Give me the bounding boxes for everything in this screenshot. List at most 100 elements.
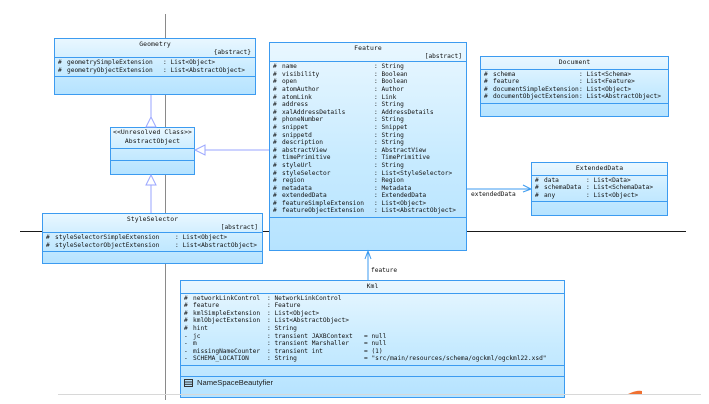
attribute-row: #kmlSimpleExtension: List<Object> (184, 310, 561, 318)
attribute-row: #region: Region (273, 177, 463, 185)
generalization-arrowhead (145, 115, 157, 128)
attribute-type: : List<AbstractObject> (374, 207, 456, 215)
attribute-row: #feature: Feature (184, 302, 561, 310)
class-style-selector[interactable]: StyleSelector [abstract] #styleSelectorS… (42, 213, 263, 264)
attribute-name: abstractView (282, 146, 327, 154)
attribute-visibility: # (535, 191, 539, 199)
attribute-row: #snippetd: String (273, 132, 463, 140)
attribute-name: schema (493, 70, 516, 78)
attribute-type: : List<Object> (586, 191, 639, 199)
attribute-name: styleUrl (282, 161, 312, 169)
attribute-row: #visibility: Boolean (273, 71, 463, 79)
operations-compartment (43, 251, 262, 260)
attribute-list: #name: String#visibility: Boolean#open: … (270, 61, 466, 217)
attribute-name: name (282, 63, 297, 71)
attribute-name: kmlSimpleExtension (193, 309, 261, 317)
horizontal-guide-line-mid (263, 231, 271, 232)
class-feature[interactable]: Feature [abstract] #name: String#visibil… (269, 42, 467, 251)
attribute-type: : transient Marshaller (267, 340, 349, 348)
class-name: Feature (354, 44, 382, 52)
operations-compartment (181, 364, 564, 376)
attribute-visibility: # (273, 169, 277, 177)
attribute-row: #data: List<Data> (535, 177, 664, 185)
generalization-arrowhead (193, 144, 206, 156)
attribute-default: = "src/main/resources/schema/ogckml/ogck… (364, 355, 547, 363)
attribute-name: networkLinkControl (193, 294, 261, 302)
attribute-row: #address: String (273, 101, 463, 109)
attribute-visibility: - (184, 332, 188, 340)
attribute-type: : Feature (267, 302, 301, 310)
attribute-visibility: # (273, 154, 277, 162)
operations-compartment (481, 102, 668, 116)
attribute-row: #geometrySimpleExtension: List<Object> (58, 59, 216, 67)
attribute-list: #networkLinkControl: NetworkLinkControl#… (181, 292, 564, 365)
attribute-row: #kmlObjectExtension: List<AbstractObject… (184, 317, 561, 325)
attribute-type: : List<SchemaData> (586, 184, 654, 192)
attribute-type: : String (374, 116, 404, 124)
attribute-name: description (282, 139, 323, 147)
class-extended-data[interactable]: ExtendedData #data: List<Data>#schemaDat… (531, 162, 668, 216)
attribute-visibility: # (273, 184, 277, 192)
class-name: Kml (366, 282, 379, 290)
attribute-type: : String (374, 63, 404, 71)
attribute-row: #documentObjectExtension: List<AbstractO… (484, 93, 665, 101)
attribute-type: : List<AbstractObject> (579, 93, 661, 101)
class-abstract-object[interactable]: <<Unresolved Class>> AbstractObject (110, 127, 195, 175)
attribute-row: #schema: List<Schema> (484, 71, 665, 79)
attribute-type: : List<Object> (579, 85, 632, 93)
attribute-type: : List<AbstractObject> (267, 317, 349, 325)
attribute-type: : String (374, 131, 404, 139)
attribute-row: #open: Boolean (273, 78, 463, 86)
attribute-row: #timePrimitive: TimePrimitive (273, 154, 463, 162)
attribute-visibility: # (273, 131, 277, 139)
attribute-visibility: # (484, 85, 488, 93)
attribute-name: documentSimpleExtension (493, 85, 579, 93)
attribute-row: #geometryObjectExtension: List<AbstractO… (58, 66, 245, 74)
attribute-name: hint (193, 324, 208, 332)
class-name: ExtendedData (575, 164, 624, 172)
attribute-name: m (193, 340, 197, 348)
attribute-visibility: # (273, 146, 277, 154)
attribute-name: xalAddressDetails (282, 108, 346, 116)
attribute-name: featureSimpleExtension (282, 199, 364, 207)
attribute-list: #styleSelectorSimpleExtension: List<Obje… (43, 232, 262, 251)
attribute-type: : String (374, 161, 404, 169)
attribute-row: # abstractView : AbstractView (273, 147, 463, 155)
attribute-visibility: - (184, 355, 188, 363)
attribute-row: #snippet: Snippet (273, 124, 463, 132)
attribute-name: address (282, 101, 309, 109)
attribute-visibility: # (273, 93, 277, 101)
attribute-type: : transient JAXBContext (267, 332, 353, 340)
attribute-row: #featureSimpleExtension: List<Object> (273, 200, 463, 208)
attribute-row: -SCHEMA_LOCATION: String= "src/main/reso… (184, 355, 561, 363)
attribute-type: : Region (374, 177, 404, 185)
class-geometry[interactable]: Geometry {abstract} #geometrySimpleExten… (54, 38, 256, 95)
class-kml[interactable]: Kml #networkLinkControl: NetworkLinkCont… (180, 280, 565, 398)
attribute-name: missingNameCounter (193, 347, 261, 355)
attribute-visibility: # (535, 176, 539, 184)
inner-class-item[interactable]: NameSpaceBeautyfier (184, 378, 273, 388)
inner-class-name: NameSpaceBeautyfier (197, 378, 273, 388)
attribute-visibility: # (273, 70, 277, 78)
attribute-name: open (282, 78, 297, 86)
attribute-name: phoneNumber (282, 116, 323, 124)
attribute-type: : AbstractView (374, 146, 427, 154)
operations-compartment (111, 160, 194, 170)
bottom-divider (58, 394, 701, 395)
attribute-type: : transient int (267, 347, 323, 355)
attribute-visibility: - (184, 347, 188, 355)
attribute-row: #hint: String (184, 325, 561, 333)
generalization-arrowhead (145, 173, 157, 186)
attribute-visibility: # (184, 302, 188, 310)
class-stereotype: <<Unresolved Class>> (113, 128, 192, 136)
attribute-type: : String (374, 139, 404, 147)
operations-compartment (55, 76, 255, 90)
attribute-type: : List<Object> (374, 199, 427, 207)
inner-class-icon (184, 378, 193, 387)
attribute-default: = null (364, 340, 387, 348)
attribute-visibility: # (484, 93, 488, 101)
class-document[interactable]: Document #schema: List<Schema>#feature: … (480, 56, 669, 117)
inner-class-compartment: NameSpaceBeautyfier (181, 375, 564, 391)
attribute-visibility: # (273, 177, 277, 185)
horizontal-guide-line-left (20, 231, 42, 232)
